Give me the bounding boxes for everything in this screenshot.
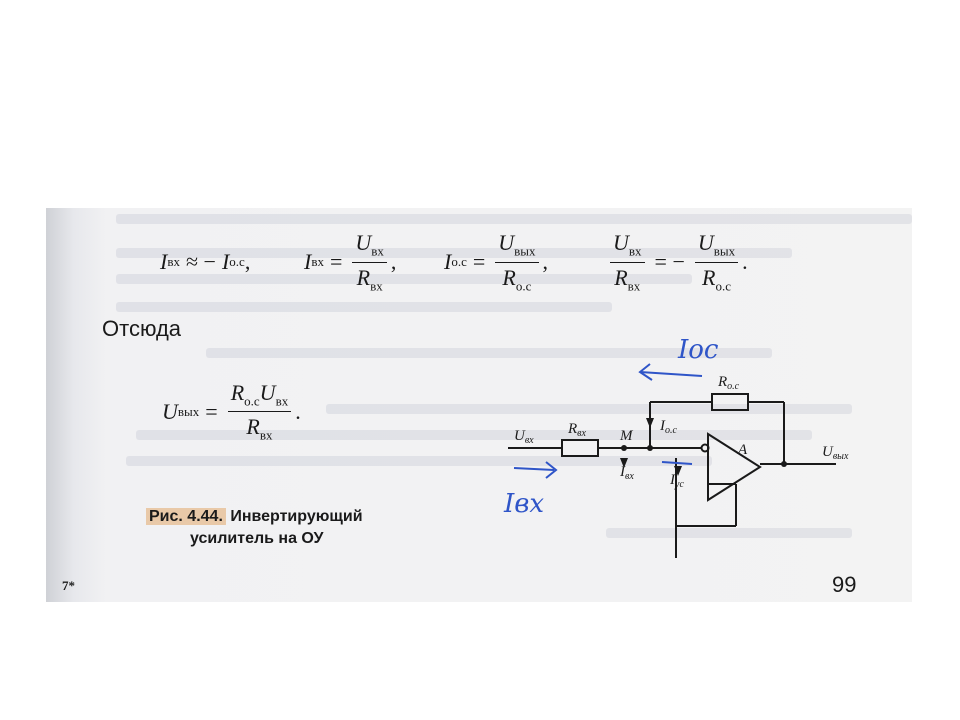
eq3-lhs-sub: о.с bbox=[451, 254, 467, 269]
hand-arrowhead-feedback bbox=[638, 363, 653, 381]
eq1-rhs-sub: о.с bbox=[229, 254, 245, 269]
label-r-in: R bbox=[567, 421, 577, 437]
svg-text:Rо.с: Rо.с bbox=[717, 374, 740, 392]
eq3-lhs: I bbox=[444, 249, 452, 274]
eq1-lhs: I bbox=[160, 249, 168, 274]
hand-label-ivh: Iвх bbox=[503, 489, 544, 519]
eq3-sep: , bbox=[542, 249, 549, 274]
eq3-fraction: Uвых Rо.с bbox=[495, 230, 539, 294]
page-number: 99 bbox=[832, 572, 857, 597]
node-dot bbox=[647, 445, 653, 451]
eq4-sep: . bbox=[742, 249, 748, 274]
eq2-lhs: I bbox=[304, 249, 312, 274]
eq1-relation: ≈ − bbox=[185, 249, 216, 274]
svg-text:Iо.с: Iо.с bbox=[659, 418, 678, 436]
inverting-input-circle bbox=[700, 443, 710, 453]
hand-arrow-feedback bbox=[639, 371, 703, 377]
eq4-fraction-left: Uвх Rвх bbox=[610, 230, 645, 294]
show-through bbox=[136, 430, 812, 440]
feedback-resistor bbox=[711, 393, 749, 411]
arrow-feedback-current bbox=[646, 418, 654, 428]
input-resistor bbox=[561, 439, 599, 457]
svg-text:Iус: Iус bbox=[669, 472, 684, 490]
node-dot bbox=[621, 445, 627, 451]
show-through bbox=[326, 404, 852, 414]
eq1-sep: , bbox=[244, 249, 251, 274]
show-through bbox=[126, 456, 712, 466]
label-u-out: U bbox=[822, 444, 834, 460]
eq2-fraction: Uвх Rвх bbox=[352, 230, 387, 294]
inverting-amplifier-circuit: Uвх Rвх M Rо.с Iо.с Iвх Iус A Uвых Iос I… bbox=[503, 335, 849, 558]
figure-caption: Рис. 4.44. Инвертирующий усилитель на ОУ bbox=[146, 506, 363, 550]
show-through bbox=[116, 248, 792, 258]
eq2-sep: , bbox=[390, 249, 397, 274]
hand-arrow-amp bbox=[661, 461, 693, 465]
caption-prefix: Рис. 4.44. bbox=[146, 508, 226, 525]
arrow-amp-current bbox=[674, 466, 682, 476]
svg-text:Uвых: Uвых bbox=[822, 444, 849, 462]
svg-text:Rвх: Rвх bbox=[567, 421, 587, 439]
show-through bbox=[116, 214, 912, 224]
eq2-lhs-sub: вх bbox=[311, 254, 324, 269]
equation-4: Uвх Rвх = − Uвых Rо.с . bbox=[606, 230, 748, 294]
arrow-input-current bbox=[620, 458, 628, 468]
svg-text:Uвх: Uвх bbox=[514, 428, 534, 446]
label-i-us: I bbox=[669, 472, 676, 488]
eq1-lhs-sub: вх bbox=[167, 254, 180, 269]
caption-line1: Инвертирующий bbox=[230, 508, 363, 525]
caption-line2: усилитель на ОУ bbox=[190, 530, 324, 547]
svg-text:Iвх: Iвх bbox=[619, 464, 634, 482]
show-through bbox=[116, 302, 612, 312]
label-u-in: U bbox=[514, 428, 526, 444]
label-i-in: I bbox=[619, 464, 626, 480]
show-through bbox=[606, 528, 852, 538]
word-hence: Отсюда bbox=[102, 316, 182, 341]
node-dot bbox=[781, 461, 787, 467]
label-i-fb: I bbox=[659, 418, 666, 434]
label-node-m: M bbox=[619, 428, 634, 444]
label-r-fb: R bbox=[717, 374, 727, 390]
hand-arrowhead-input bbox=[545, 461, 558, 479]
formula-fraction: Rо.сUвх Rвх bbox=[227, 380, 292, 444]
show-through bbox=[206, 348, 772, 358]
label-amp-a: A bbox=[737, 442, 748, 458]
eq4-relation: = − bbox=[654, 249, 685, 274]
show-through bbox=[116, 274, 692, 284]
hand-arrow-input bbox=[513, 467, 555, 471]
printer-signature: 7* bbox=[62, 578, 75, 593]
eq1-rhs: I bbox=[221, 249, 230, 274]
op-amp-triangle bbox=[707, 432, 762, 502]
eq4-fraction-right: Uвых Rо.с bbox=[694, 230, 739, 294]
hand-label-ioc: Iос bbox=[677, 335, 719, 365]
